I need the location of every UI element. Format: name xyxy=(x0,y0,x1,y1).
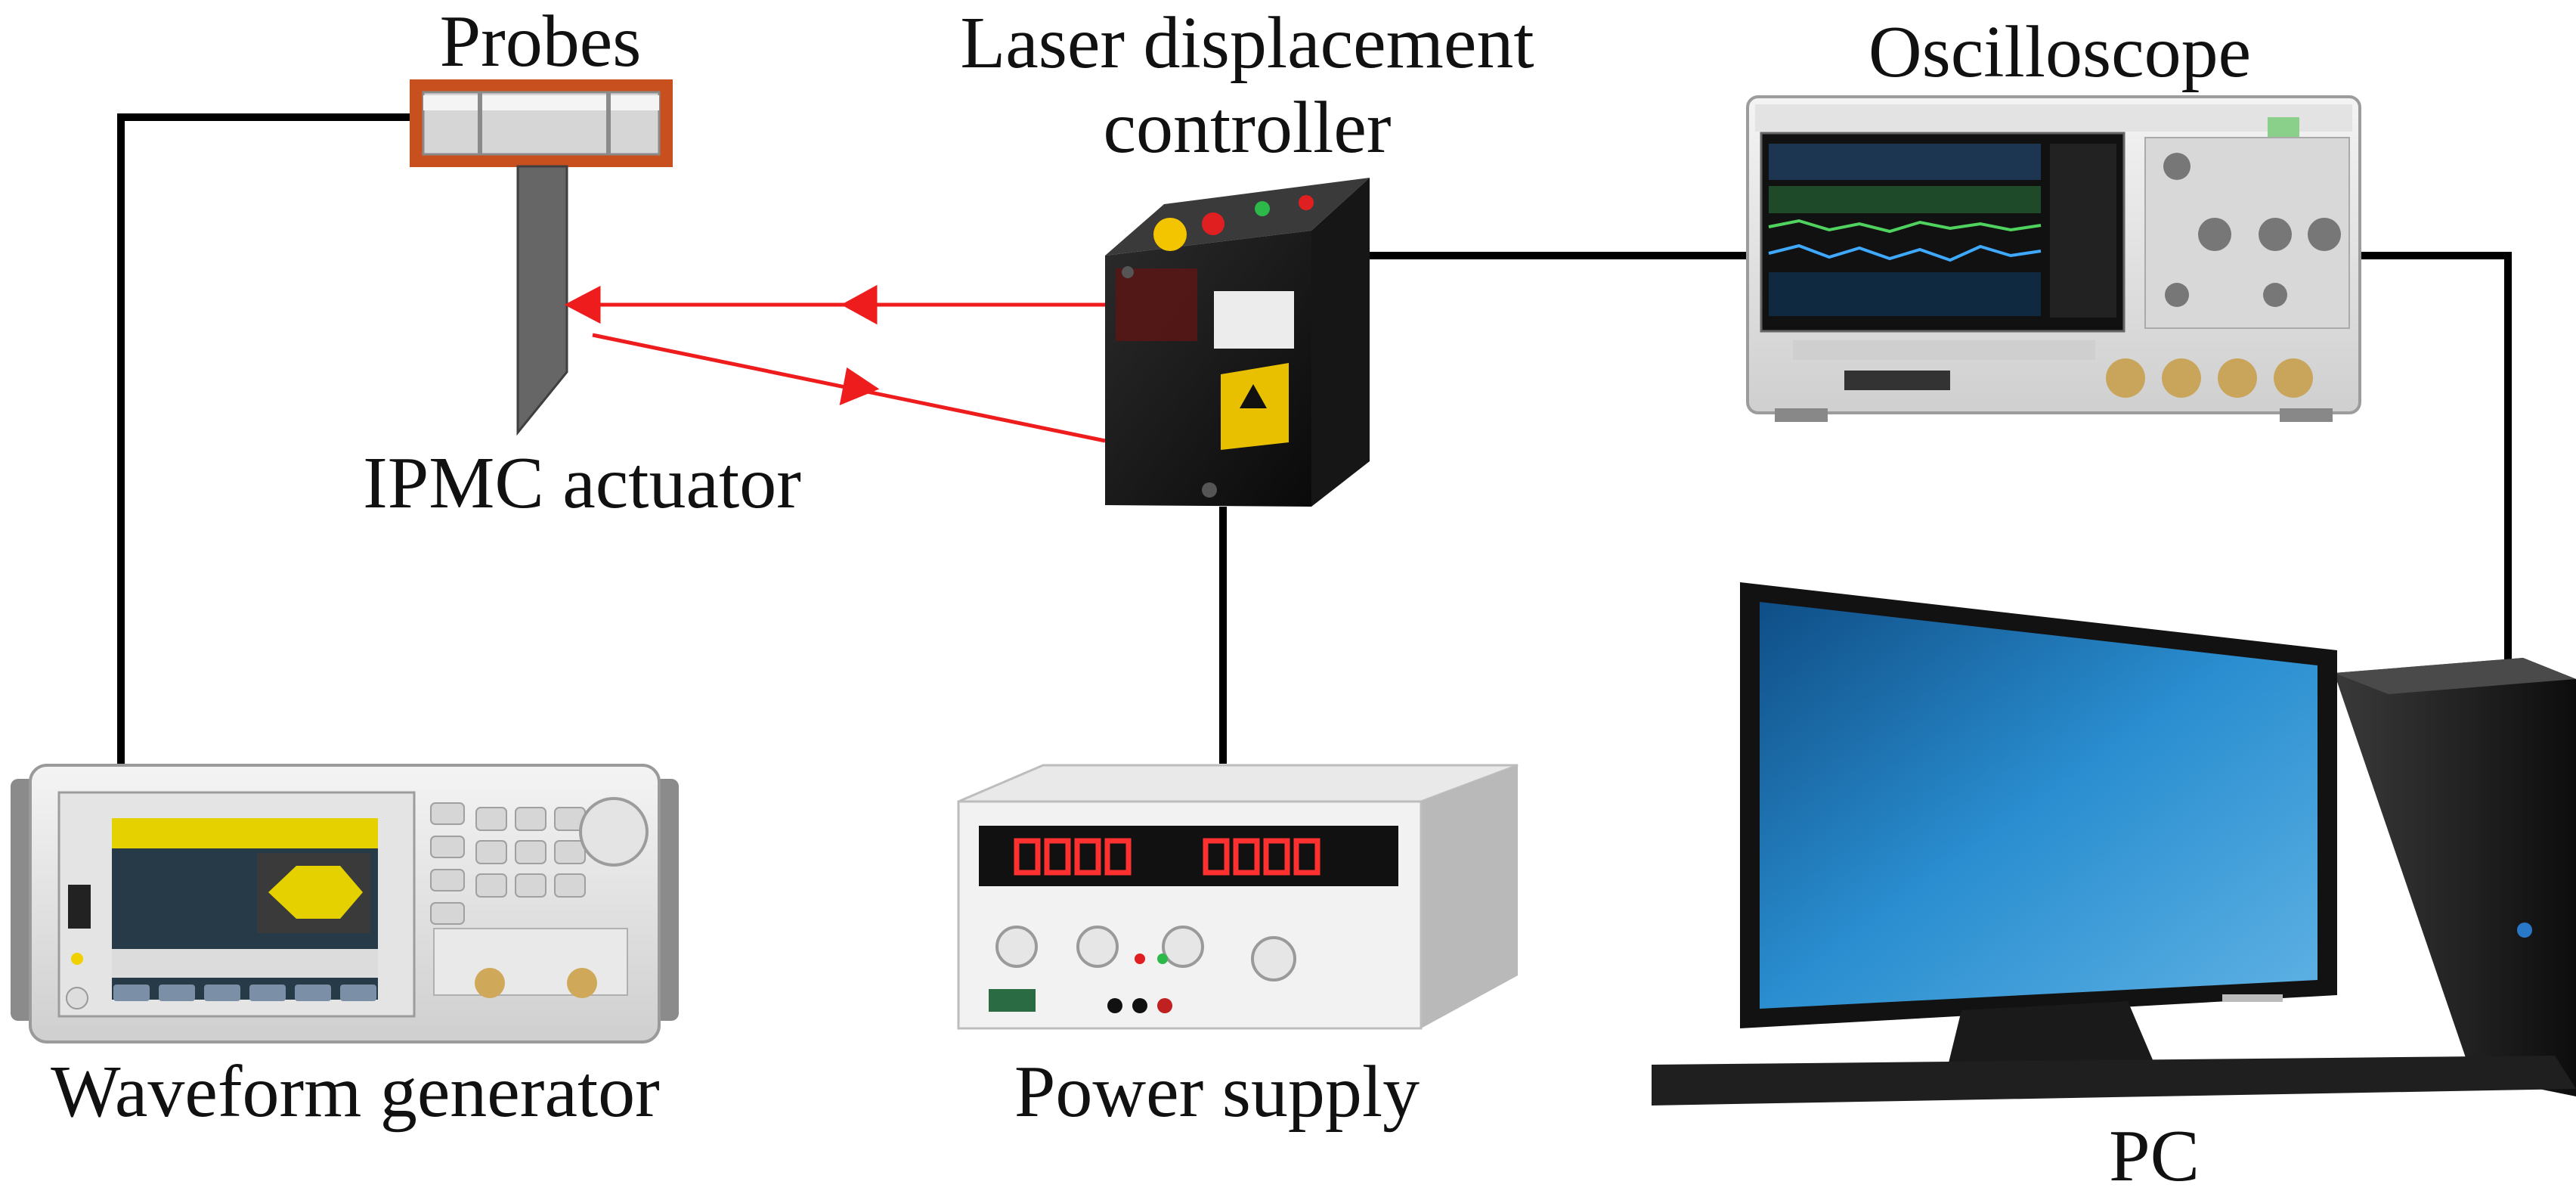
probes-clamp xyxy=(410,79,673,167)
pc-label: PC xyxy=(2109,1115,2200,1197)
connection-wires xyxy=(117,113,2512,770)
laser-controller-label: Laser displacement controller xyxy=(907,6,1587,165)
laser-controller-label-line2: controller xyxy=(1103,87,1392,169)
beam-arrowhead xyxy=(841,284,878,325)
power-supply-label: Power supply xyxy=(1014,1051,1420,1133)
waveform-generator-label: Waveform generator xyxy=(51,1051,660,1133)
waveform-generator-icon xyxy=(11,764,679,1043)
ipmc-actuator-label: IPMC actuator xyxy=(363,442,801,524)
laser-sensor-icon xyxy=(1105,178,1370,507)
oscilloscope-label: Oscilloscope xyxy=(1868,11,2252,93)
beam-arrowhead xyxy=(839,367,880,406)
power-supply-icon xyxy=(957,764,1519,1030)
ipmc-actuator-strip xyxy=(516,165,568,436)
wire-oscilloscope-to-pc xyxy=(2358,252,2512,673)
beam-arrowhead xyxy=(564,285,601,324)
laser-controller-label-line1: Laser displacement xyxy=(960,2,1534,84)
oscilloscope-icon xyxy=(1746,95,2361,422)
current-display xyxy=(1203,838,1321,876)
wire-probe-to-waveform-generator xyxy=(117,113,414,770)
laser-beams xyxy=(564,284,1106,443)
voltage-display xyxy=(1014,838,1132,876)
probes-label: Probes xyxy=(439,1,642,82)
pc-icon xyxy=(1652,582,2576,1106)
